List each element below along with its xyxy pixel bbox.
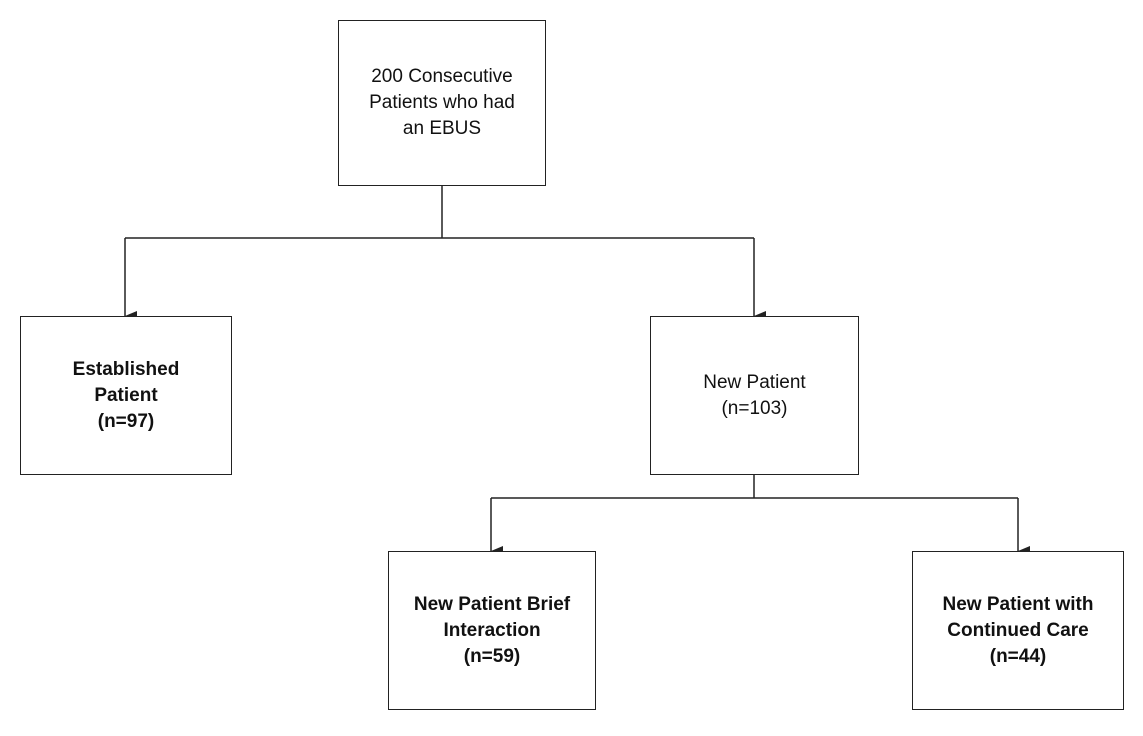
new-patient-continued-line-2: Continued Care [947,619,1089,641]
established-patient-line-2: Patient [94,384,158,406]
new-patient-continued-box: New Patient with Continued Care (n=44) [912,551,1124,710]
new-patient-label: New Patient [703,371,806,393]
new-patient-count: (n=103) [721,397,788,419]
established-patient-line-1: Established [72,358,180,380]
new-patient-box: New Patient (n=103) [650,316,859,475]
new-patient-brief-line-2: Interaction [443,619,541,641]
root-node-line-2: Patients who had [369,92,515,113]
established-patient-box: Established Patient (n=97) [20,316,232,475]
root-node-line-3: an EBUS [402,118,482,139]
new-patient-brief-line-1: New Patient Brief [413,593,571,615]
root-node-line-1: 200 Consecutive [371,66,513,87]
new-patient-continued-count: (n=44) [989,645,1047,667]
new-patient-brief-box: New Patient Brief Interaction (n=59) [388,551,596,710]
new-patient-continued-line-1: New Patient with [942,593,1094,615]
established-patient-count: (n=97) [97,410,155,432]
root-node-box: 200 Consecutive Patients who had an EBUS [338,20,546,186]
new-patient-brief-count: (n=59) [463,645,521,667]
